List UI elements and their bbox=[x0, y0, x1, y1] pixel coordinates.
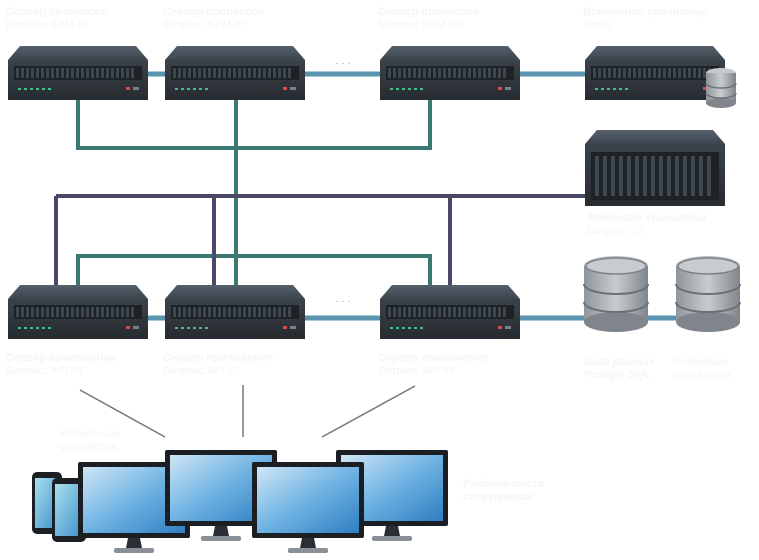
replica-label: Резервные хранилища bbox=[673, 356, 731, 382]
database-label: База данных Postgre SQL bbox=[584, 356, 655, 382]
mobile-label: Мобильные устройства bbox=[60, 428, 120, 454]
bpm1-label: Сервер процессов Битрикс BPM #1 bbox=[6, 6, 108, 32]
workplaces-line2: сотрудников bbox=[463, 491, 533, 503]
apix-server bbox=[380, 285, 520, 339]
ellipsis-top: · · · bbox=[335, 58, 351, 69]
client-links bbox=[79, 385, 416, 438]
redis-disk-icon bbox=[705, 68, 737, 108]
api1-title: Сервер приложения bbox=[6, 352, 117, 364]
api1-server bbox=[8, 285, 148, 339]
mobile-line1: Мобильные bbox=[60, 428, 121, 440]
replica-title: Резервные bbox=[673, 356, 729, 368]
files-label: Файловое хранилище Битрикс S3 bbox=[587, 212, 707, 238]
storage-bus bbox=[54, 194, 588, 286]
workplaces-line1: Рабочие места bbox=[463, 478, 544, 490]
api1-subtitle: Битрикс API #1 bbox=[6, 365, 84, 377]
bpmx-label: Сервер процессов Битрикс BPM #X bbox=[378, 6, 480, 32]
bpm2-label: Сервер процессов Битрикс BPM #2 bbox=[163, 6, 265, 32]
bpm1-title: Сервер процессов bbox=[6, 6, 108, 18]
ellipsis-bottom: · · · bbox=[335, 296, 351, 307]
api2-subtitle: Битрикс API #2 bbox=[163, 365, 241, 377]
apix-label: Сервер приложения Битрикс API #X bbox=[378, 352, 488, 378]
cache-title: Временное хранилище bbox=[583, 6, 709, 18]
cache-server bbox=[585, 46, 725, 100]
bpm2-subtitle: Битрикс BPM #2 bbox=[163, 19, 247, 31]
bpmx-subtitle: Битрикс BPM #X bbox=[378, 19, 463, 31]
bpmx-title: Сервер процессов bbox=[378, 6, 480, 18]
peer-links bbox=[148, 71, 676, 321]
bpm1-server bbox=[8, 46, 148, 100]
replica-cylinder bbox=[675, 255, 741, 333]
network-links bbox=[54, 71, 676, 438]
api2-server bbox=[165, 285, 305, 339]
file-storage-server bbox=[585, 130, 725, 206]
bpm1-subtitle: Битрикс BPM #1 bbox=[6, 19, 90, 31]
bpm2-server bbox=[165, 46, 305, 100]
bpmx-server bbox=[380, 46, 520, 100]
apix-title: Сервер приложения bbox=[378, 352, 489, 364]
mobile-devices-icon bbox=[32, 472, 86, 542]
api2-title: Сервер приложения bbox=[163, 352, 274, 364]
bpm-bus bbox=[76, 100, 432, 286]
bpm2-title: Сервер процессов bbox=[163, 6, 265, 18]
database-cylinder bbox=[583, 255, 649, 333]
apix-subtitle: Битрикс API #X bbox=[378, 365, 457, 377]
cache-subtitle: Redis bbox=[583, 19, 612, 31]
files-subtitle: Битрикс S3 bbox=[587, 225, 645, 237]
replica-subtitle: хранилища bbox=[673, 369, 731, 381]
database-subtitle: Postgre SQL bbox=[584, 369, 651, 381]
database-title: База данных bbox=[584, 356, 655, 368]
files-title: Файловое хранилище bbox=[587, 212, 707, 224]
cache-label: Временное хранилище Redis bbox=[583, 6, 709, 32]
api1-label: Сервер приложения Битрикс API #1 bbox=[6, 352, 116, 378]
workstation-monitor-3 bbox=[252, 462, 364, 553]
api2-label: Сервер приложения Битрикс API #2 bbox=[163, 352, 273, 378]
mobile-line2: устройства bbox=[60, 441, 117, 453]
workplaces-label: Рабочие места сотрудников bbox=[463, 478, 544, 504]
